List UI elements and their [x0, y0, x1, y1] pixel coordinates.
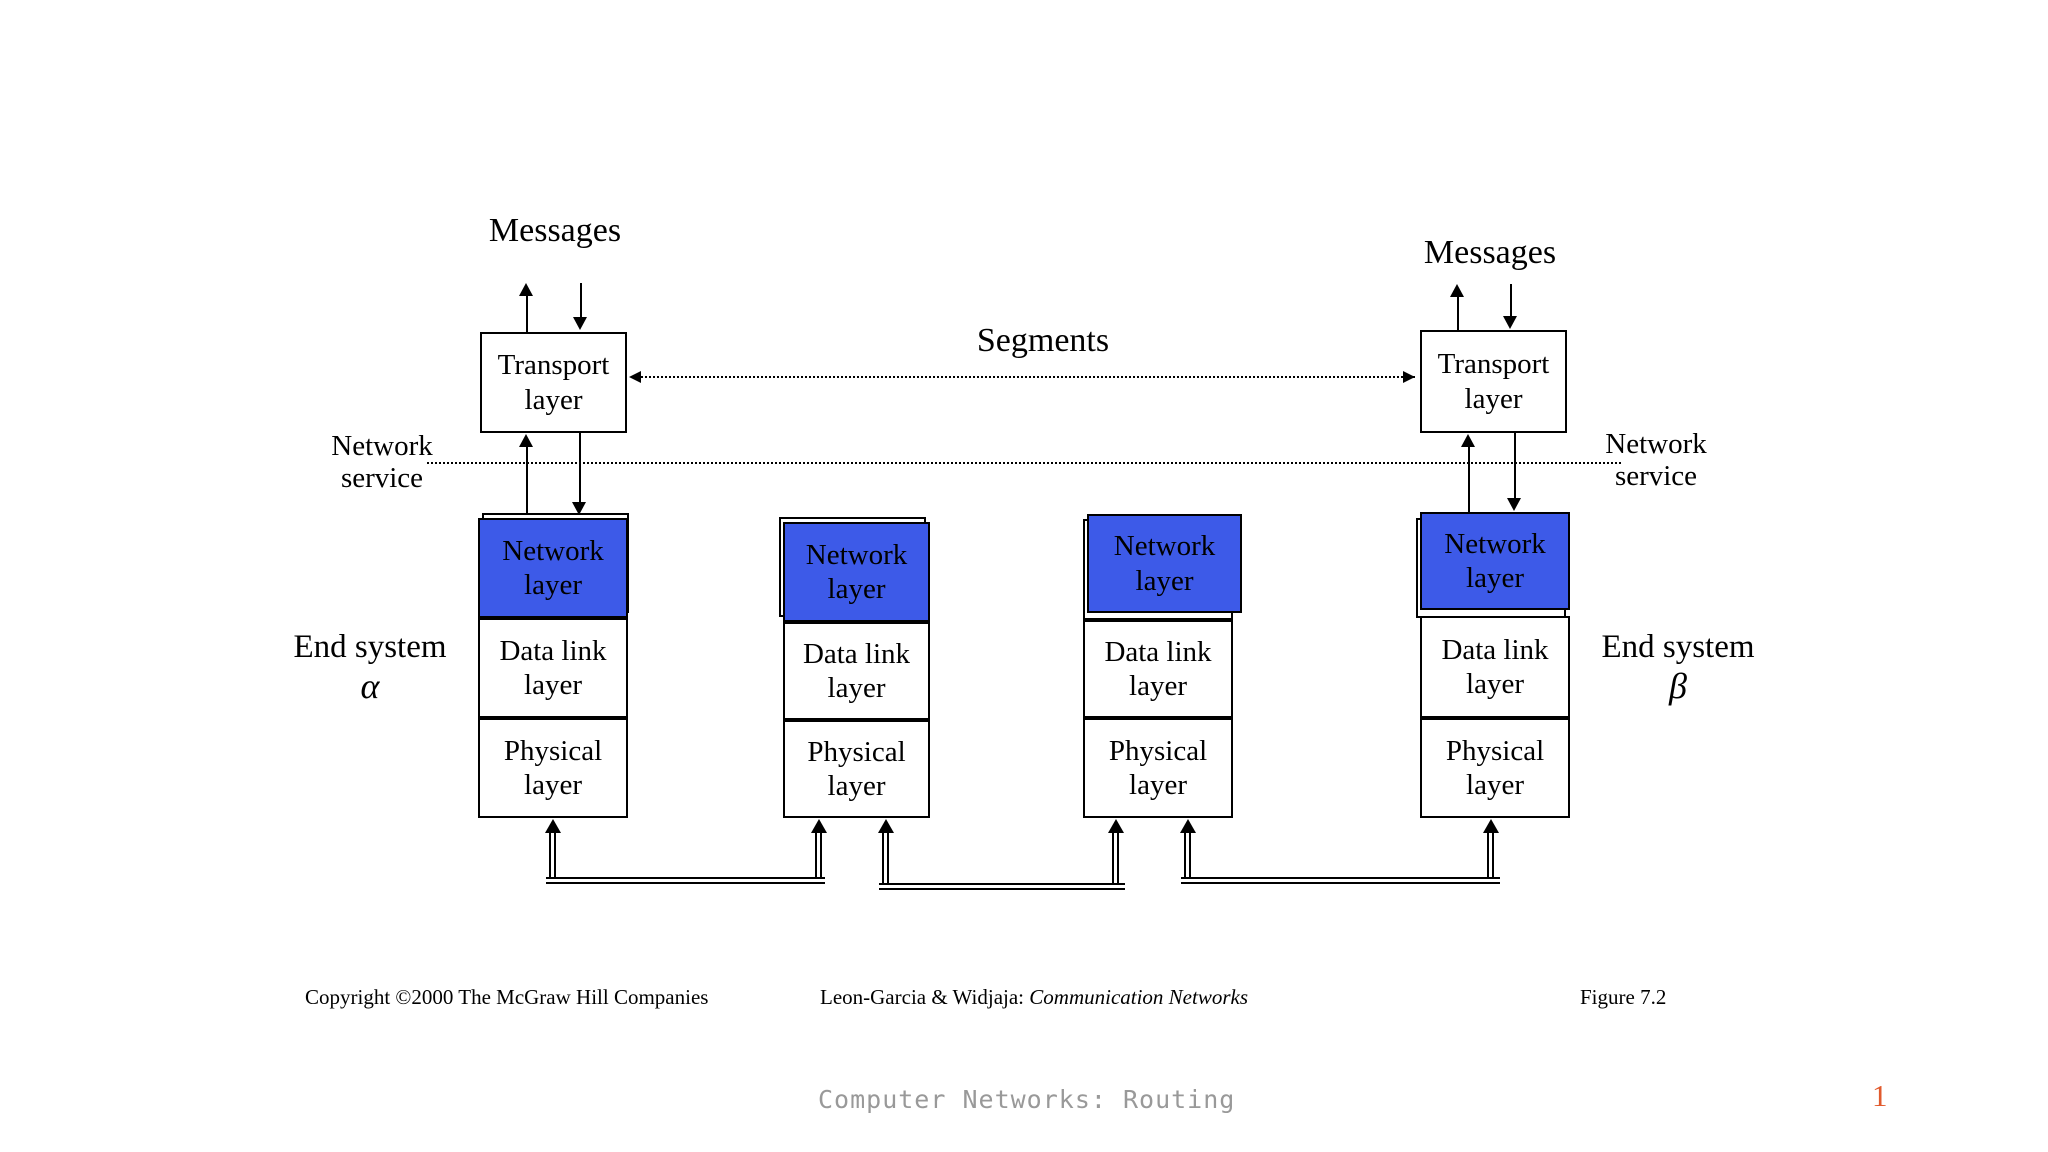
arrow-shaft — [1457, 296, 1459, 330]
arrow-down-icon — [573, 317, 587, 330]
arrow-shaft — [580, 283, 582, 319]
link-line — [879, 883, 1125, 890]
end-system-alpha-symbol: α — [360, 665, 380, 706]
arrow-down-icon — [1503, 316, 1517, 329]
link-arrowhead-icon — [811, 819, 827, 833]
credit-book-title: Communication Networks — [1029, 985, 1249, 1009]
end-system-beta-title: End system — [1601, 629, 1755, 665]
arrow-shaft — [1468, 446, 1470, 512]
end-system-beta-label: End system β — [1576, 628, 1780, 705]
stack3-datalink-layer-box: Data link layer — [1083, 620, 1233, 718]
messages-label-left: Messages — [488, 212, 622, 249]
arrow-shaft — [579, 433, 581, 503]
stack4-physical-layer-box: Physical layer — [1420, 718, 1570, 818]
link-line — [1181, 877, 1500, 884]
stack4-datalink-layer-box: Data link layer — [1420, 616, 1570, 718]
network-service-dotted-line — [427, 462, 1621, 464]
arrow-shaft — [526, 295, 528, 332]
credit-authors: Leon-Garcia & Widjaja: — [820, 985, 1030, 1009]
link-line — [1184, 831, 1191, 878]
segments-arrowhead-left-icon — [629, 371, 641, 383]
stack4-network-layer-box: Network layer — [1420, 512, 1570, 610]
stack3-network-layer-box: Network layer — [1087, 514, 1242, 613]
arrow-up-icon — [1461, 434, 1475, 447]
end-system-beta-symbol: β — [1669, 665, 1687, 706]
link-arrowhead-icon — [1483, 819, 1499, 833]
arrow-down-icon — [1507, 498, 1521, 511]
arrow-down-icon — [572, 502, 586, 515]
link-line — [882, 831, 889, 884]
page-number: 1 — [1872, 1078, 1888, 1113]
link-line — [1112, 831, 1119, 884]
arrow-up-icon — [519, 434, 533, 447]
stack1-transport-layer-box: Transport layer — [480, 332, 627, 433]
stack1-network-layer-box: Network layer — [478, 518, 628, 618]
figure-number: Figure 7.2 — [1580, 985, 1667, 1009]
stack2-datalink-layer-box: Data link layer — [783, 622, 930, 720]
course-title: Computer Networks: Routing — [818, 1085, 1236, 1114]
arrow-shaft — [1514, 433, 1516, 499]
stack1-physical-layer-box: Physical layer — [478, 718, 628, 818]
link-line — [1487, 831, 1494, 878]
link-line — [815, 831, 822, 878]
end-system-alpha-title: End system — [293, 629, 447, 665]
end-system-alpha-label: End system α — [268, 628, 472, 705]
segments-dotted-line — [633, 376, 1415, 378]
link-arrowhead-icon — [878, 819, 894, 833]
arrow-shaft — [1510, 284, 1512, 318]
link-arrowhead-icon — [545, 819, 561, 833]
stack4-transport-layer-box: Transport layer — [1420, 330, 1567, 433]
stack1-datalink-layer-box: Data link layer — [478, 618, 628, 718]
link-line — [546, 877, 825, 884]
arrow-up-icon — [1450, 284, 1464, 297]
arrow-shaft — [526, 446, 528, 516]
messages-label-right: Messages — [1423, 234, 1557, 271]
stack2-physical-layer-box: Physical layer — [783, 720, 930, 818]
stack3-physical-layer-box: Physical layer — [1083, 718, 1233, 818]
network-service-label-left: Network service — [331, 430, 433, 495]
copyright-text: Copyright ©2000 The McGraw Hill Companie… — [305, 985, 709, 1009]
link-line — [549, 831, 556, 878]
segments-label: Segments — [976, 322, 1110, 359]
stack2-network-layer-box: Network layer — [783, 522, 930, 622]
network-service-label-right: Network service — [1605, 428, 1707, 493]
arrow-up-icon — [519, 283, 533, 296]
link-arrowhead-icon — [1180, 819, 1196, 833]
credit-text: Leon-Garcia & Widjaja: Communication Net… — [820, 985, 1248, 1010]
segments-arrowhead-right-icon — [1403, 371, 1415, 383]
link-arrowhead-icon — [1108, 819, 1124, 833]
